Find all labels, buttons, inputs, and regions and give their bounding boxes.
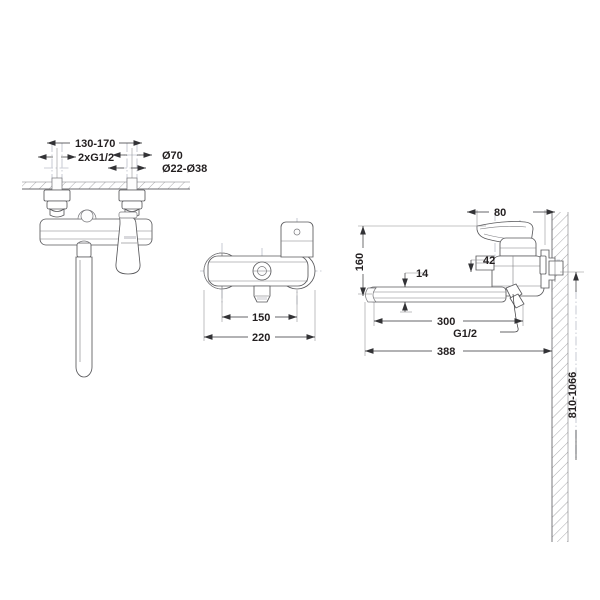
dim-label-inlet-spacing: 130-170 (75, 138, 115, 150)
dim-label-inlet-offset: 42 (483, 255, 495, 267)
dim-label-inlet-dia-range: Ø22-Ø38 (162, 163, 207, 175)
top-diverter-knob (252, 261, 272, 281)
front-lever-handle (115, 211, 141, 275)
dim-spout-reach: 300 (373, 302, 524, 328)
front-outlet-connector (76, 240, 92, 258)
dim-lever-height: 160 (354, 225, 486, 296)
top-outlet-spigot (253, 285, 271, 303)
dim-mounting-height: 810-1066 (560, 271, 584, 460)
dim-label-lever-height: 160 (354, 253, 366, 271)
front-left-inlet (43, 177, 71, 218)
side-cartridge-cap (499, 237, 537, 257)
dim-label-spout-bore: 14 (416, 268, 429, 280)
dim-label-lever-depth: 80 (494, 207, 506, 219)
dim-label-body-width: 220 (252, 332, 270, 344)
side-wall (551, 212, 569, 542)
dim-label-spout-reach: 300 (437, 316, 455, 328)
dim-label-outlet-thread: G1/2 (453, 328, 477, 340)
dim-spout-bore: 14 (400, 268, 429, 313)
dim-label-inlet-thread: 2xG1/2 (78, 152, 114, 164)
front-right-inlet (118, 177, 146, 218)
dim-lever-depth: 80 (467, 207, 555, 245)
dim-body-width: 220 (203, 290, 316, 344)
dim-inlet-thread: 2xG1/2 (38, 152, 114, 164)
dim-inlet-spacing: 130-170 (47, 138, 142, 186)
side-spout (365, 286, 507, 303)
dim-label-inlet-centres: 150 (252, 312, 270, 324)
dim-inlet-dia-range: Ø22-Ø38 (108, 163, 207, 175)
dim-label-mounting-height: 810-1066 (567, 372, 579, 419)
view-front-elevation: 130-170 2xG1/2 Ø70 Ø22-Ø38 (22, 138, 207, 378)
front-riser-tube (75, 256, 93, 378)
side-wall-union (539, 249, 564, 289)
view-side-elevation: 80 160 14 42 3 (354, 207, 584, 542)
view-top-plan: 150 220 (200, 218, 322, 344)
dim-label-escutcheon-dia: Ø70 (162, 150, 183, 162)
dim-label-overall-reach: 388 (437, 346, 455, 358)
side-inlet-stub (475, 255, 495, 271)
dim-inlet-offset: 42 (468, 255, 495, 272)
dim-inlet-centres: 150 (221, 290, 298, 324)
dim-escutcheon-dia: Ø70 (112, 150, 183, 162)
leader-outlet-thread: G1/2 (453, 293, 519, 340)
top-lever-stub (280, 221, 314, 258)
front-wall-band (22, 181, 190, 190)
dim-overall-reach: 388 (364, 292, 553, 358)
